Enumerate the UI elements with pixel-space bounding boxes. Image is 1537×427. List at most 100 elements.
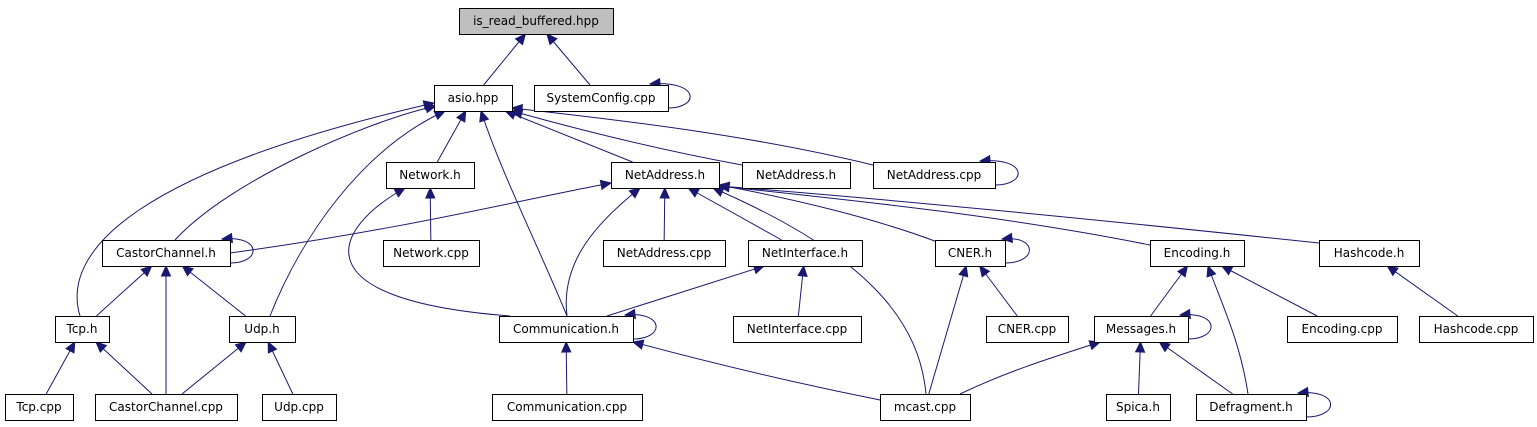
edge-line bbox=[1387, 265, 1458, 317]
node-label: NetAddress.h bbox=[756, 168, 836, 182]
node-encoding-cpp[interactable]: Encoding.cpp bbox=[1287, 316, 1398, 343]
node-castorchannel-cpp[interactable]: CastorChannel.cpp bbox=[95, 394, 238, 421]
arrowhead bbox=[1220, 265, 1234, 276]
node-encoding-h[interactable]: Encoding.h bbox=[1150, 240, 1245, 267]
node-netinterface-h[interactable]: NetInterface.h bbox=[748, 240, 863, 267]
node-label: Network.h bbox=[399, 168, 461, 182]
arrowhead bbox=[958, 264, 969, 278]
node-is-read-buffered[interactable]: is_read_buffered.hpp bbox=[459, 8, 614, 35]
arrowhead bbox=[1158, 341, 1171, 353]
node-cner-cpp[interactable]: CNER.cpp bbox=[986, 316, 1069, 343]
node-box bbox=[748, 240, 863, 267]
edge-line bbox=[182, 265, 246, 317]
node-communication-h[interactable]: Communication.h bbox=[499, 316, 634, 343]
edge-udp_h-to-asio bbox=[269, 110, 447, 317]
node-label: CNER.h bbox=[948, 246, 992, 260]
edge-castorchannel_cpp-to-tcp_h bbox=[95, 341, 153, 395]
node-box bbox=[434, 85, 513, 112]
edge-line bbox=[688, 187, 782, 241]
edge-line bbox=[624, 314, 657, 340]
edge-encoding_h-to-netaddress_h bbox=[717, 181, 1151, 246]
node-asio[interactable]: asio.hpp bbox=[434, 85, 513, 112]
edge-line bbox=[1159, 341, 1233, 395]
edge-line bbox=[505, 110, 633, 163]
edge-line bbox=[712, 187, 927, 395]
node-spica-h[interactable]: Spica.h bbox=[1106, 394, 1171, 421]
edge-netaddress_cpp2-to-netaddress_h bbox=[659, 186, 670, 241]
node-hashcode-h[interactable]: Hashcode.h bbox=[1319, 240, 1420, 267]
node-messages-h[interactable]: Messages.h bbox=[1094, 316, 1189, 343]
node-box bbox=[383, 240, 480, 267]
edge-messages_h-to-encoding_h bbox=[1150, 265, 1189, 317]
node-castorchannel-h[interactable]: CastorChannel.h bbox=[102, 240, 231, 267]
node-netaddress-cpp[interactable]: NetAddress.cpp bbox=[873, 162, 996, 189]
edge-cner_h-to-cner_h bbox=[1000, 232, 1030, 264]
node-systemconfig-cpp[interactable]: SystemConfig.cpp bbox=[534, 85, 669, 112]
edge-cner_h-to-netaddress_h bbox=[717, 181, 941, 244]
edge-line bbox=[928, 265, 967, 395]
edge-tcp_cpp-to-tcp_h bbox=[45, 340, 76, 395]
node-netaddress-cpp2[interactable]: NetAddress.cpp bbox=[603, 240, 726, 267]
node-label: is_read_buffered.hpp bbox=[473, 14, 599, 28]
edge-line bbox=[718, 184, 941, 244]
node-network-cpp[interactable]: Network.cpp bbox=[383, 240, 480, 267]
node-label: Messages.h bbox=[1106, 322, 1176, 336]
edge-line bbox=[221, 238, 254, 264]
node-mcast-cpp[interactable]: mcast.cpp bbox=[880, 394, 971, 421]
node-udp-h[interactable]: Udp.h bbox=[229, 316, 296, 343]
node-netaddress-h[interactable]: NetAddress.h bbox=[611, 162, 720, 189]
arrowhead bbox=[711, 187, 725, 197]
node-defragment-h[interactable]: Defragment.h bbox=[1196, 394, 1307, 421]
edge-line bbox=[76, 102, 435, 317]
node-box bbox=[55, 316, 110, 343]
node-hashcode-cpp[interactable]: Hashcode.cpp bbox=[1419, 316, 1534, 343]
arrowhead bbox=[433, 110, 447, 121]
node-box bbox=[935, 240, 1006, 267]
node-box bbox=[880, 394, 971, 421]
edge-communication_h-to-asio bbox=[479, 109, 568, 317]
edge-communication_cpp-to-communication_h bbox=[561, 340, 572, 395]
arrowhead bbox=[1206, 264, 1217, 278]
arrowhead bbox=[456, 109, 467, 123]
node-network-h[interactable]: Network.h bbox=[386, 162, 475, 189]
node-box bbox=[102, 240, 231, 267]
node-tcp-h[interactable]: Tcp.h bbox=[55, 316, 110, 343]
node-label: Tcp.cpp bbox=[15, 400, 61, 414]
node-cner-h[interactable]: CNER.h bbox=[935, 240, 1006, 267]
node-netinterface-cpp[interactable]: NetInterface.cpp bbox=[733, 316, 862, 343]
node-udp-cpp[interactable]: Udp.cpp bbox=[262, 394, 337, 421]
node-communication-cpp[interactable]: Communication.cpp bbox=[492, 394, 643, 421]
edge-mcast_cpp-to-messages_h bbox=[959, 340, 1102, 395]
node-label: Encoding.h bbox=[1164, 246, 1231, 260]
arrowhead bbox=[181, 265, 194, 277]
edge-defragment_h-to-messages_h bbox=[1158, 341, 1233, 395]
node-box bbox=[986, 316, 1069, 343]
edge-line bbox=[480, 110, 568, 317]
edge-netinterface_cpp-to-netinterface_h bbox=[797, 264, 808, 317]
node-tcp-cpp[interactable]: Tcp.cpp bbox=[5, 394, 74, 421]
edge-network_h-to-asio bbox=[436, 109, 467, 163]
node-label: Hashcode.cpp bbox=[1434, 322, 1519, 336]
edge-line bbox=[174, 105, 437, 241]
edge-defragment_h-to-encoding_h bbox=[1206, 264, 1249, 395]
node-netaddress-h2[interactable]: NetAddress.h bbox=[742, 162, 851, 189]
edge-asio-to-is_read_buffered bbox=[483, 33, 527, 86]
node-box bbox=[611, 162, 720, 189]
node-label: Spica.h bbox=[1116, 400, 1160, 414]
edge-line bbox=[546, 33, 591, 86]
edge-cner_cpp-to-cner_h bbox=[979, 265, 1018, 317]
edges-layer bbox=[45, 33, 1458, 418]
arrowhead bbox=[140, 265, 153, 277]
arrowhead bbox=[65, 340, 76, 354]
edge-line bbox=[95, 341, 153, 395]
edge-line bbox=[229, 182, 612, 254]
edge-line bbox=[959, 341, 1101, 395]
arrowhead bbox=[160, 264, 172, 277]
edge-line bbox=[1179, 314, 1212, 340]
edge-line bbox=[1221, 265, 1318, 317]
node-box bbox=[873, 162, 996, 189]
node-box bbox=[499, 316, 634, 343]
arrowhead bbox=[267, 340, 278, 354]
edge-encoding_cpp-to-encoding_h bbox=[1220, 265, 1318, 317]
node-label: NetAddress.h bbox=[625, 168, 705, 182]
